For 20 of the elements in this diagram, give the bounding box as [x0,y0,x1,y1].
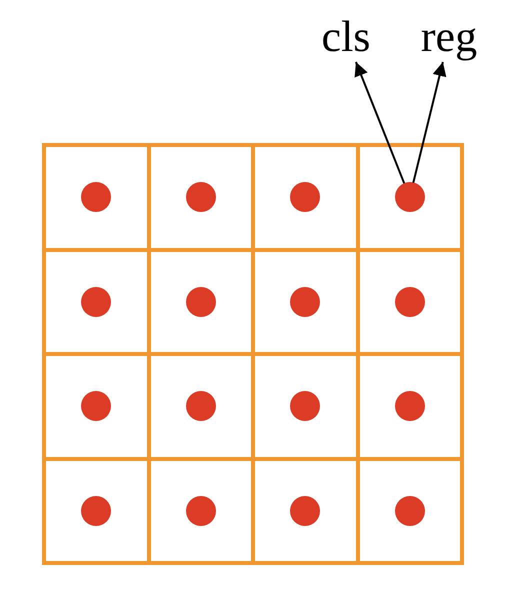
anchor-dot [290,286,320,317]
output-label: cls [313,12,379,62]
anchor-dot [186,286,216,317]
anchor-dot [81,286,112,317]
output-label: reg [411,12,487,62]
anchor-dot [394,286,425,317]
anchor-dot [394,182,425,212]
anchor-dot [186,496,216,526]
arrow [412,62,446,183]
anchor-dot [81,182,112,212]
anchor-dot [290,182,320,212]
anchor-dot [186,391,216,422]
anchor-dot [290,391,320,422]
arrow [354,62,406,184]
anchor-dot [81,391,112,422]
anchor-dot [186,182,216,212]
anchor-dot [290,496,320,526]
anchor-dot [394,391,425,422]
anchor-dot [81,496,112,526]
anchor-dot [394,496,425,526]
